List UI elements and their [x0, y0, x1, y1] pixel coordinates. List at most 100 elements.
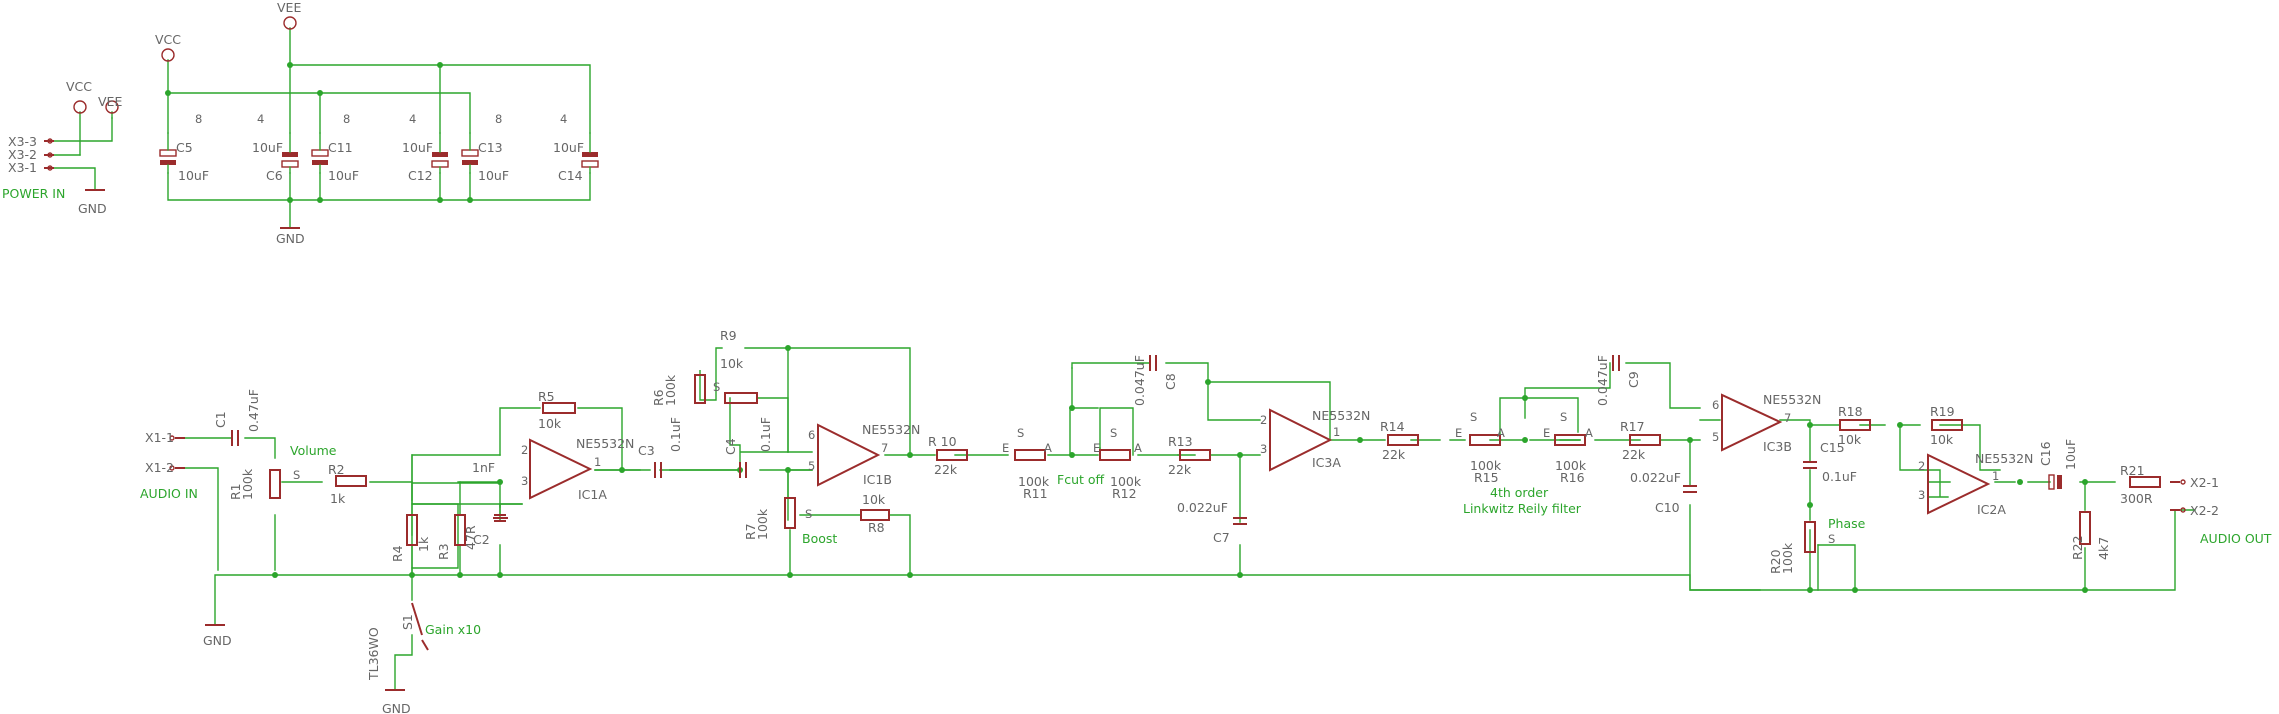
ic1a-label: IC1A [578, 487, 607, 502]
r20-label: R20 [1768, 549, 1783, 574]
ic2a-pin2: 2 [1918, 459, 1925, 473]
power-labels: VCC VEE VCC VEE X3-3 X3-2 X3-1 POWER IN … [2, 0, 584, 246]
r3-label: R3 [436, 543, 451, 560]
r1-value: 100k [240, 468, 255, 500]
r3-value: 47R [463, 525, 478, 550]
c13-value: 10uF [478, 168, 509, 183]
output-labels: C15 0.1uF R18 10k R19 10k NE5532N IC2A 2… [1768, 404, 2272, 574]
c6-label: C6 [266, 168, 283, 183]
ic3a-pin2: 2 [1260, 413, 1267, 427]
output-connectors [169, 435, 2186, 691]
ic1b-pin6: 6 [808, 428, 815, 442]
c3-value: 0.1uF [668, 417, 683, 452]
r19-label: R19 [1930, 404, 1955, 419]
r1-pin-s: S [293, 468, 300, 482]
phase-label: Phase [1828, 516, 1866, 531]
ic1a-pin1: 1 [594, 455, 601, 469]
c9-label: C9 [1626, 371, 1641, 388]
x2-1-label: X2-1 [2190, 475, 2219, 490]
x1-2-label: X1-2 [145, 460, 174, 475]
r4-value: 1k [416, 536, 431, 552]
c14-label: C14 [558, 168, 583, 183]
r19-value: 10k [1930, 432, 1954, 447]
r16-value: 100k [1555, 458, 1587, 473]
r6-value: 100k [663, 374, 678, 406]
r12-pin-a: A [1134, 441, 1142, 455]
r15-pin-s: S [1470, 410, 1477, 424]
c2-value: 1nF [472, 460, 495, 475]
ic1a-triangle [529, 438, 593, 500]
pin4-label-1: 4 [257, 112, 264, 126]
ic1b-triangle [817, 423, 881, 487]
boost-label: Boost [802, 531, 837, 546]
r10-value: 22k [934, 462, 958, 477]
potentiometers [269, 374, 1816, 553]
pin8-label-2: 8 [343, 112, 350, 126]
x1-1-label: X1-1 [145, 430, 174, 445]
filter-title-2: Linkwitz Reily filter [1463, 501, 1582, 516]
r7-label: R7 [743, 523, 758, 540]
r13-value: 22k [1168, 462, 1192, 477]
x3-3-label: X3-3 [8, 134, 37, 149]
r6-pin-s: S [713, 380, 720, 394]
r8-value: 10k [862, 492, 886, 507]
r15-pin-e: E [1455, 426, 1462, 440]
r14-label: R14 [1380, 419, 1405, 434]
ic3b-pin6: 6 [1712, 398, 1719, 412]
r8-label: R8 [868, 520, 885, 535]
c12-value: 10uF [402, 140, 433, 155]
r11-value: 100k [1018, 474, 1050, 489]
ic3b-part: NE5532N [1763, 392, 1821, 407]
ic3a-pin1: 1 [1333, 425, 1340, 439]
vee-label: VEE [277, 0, 301, 15]
ic1a-pin2: 2 [521, 443, 528, 457]
r12-label: R12 [1112, 486, 1137, 501]
c16-label: C16 [2038, 441, 2053, 466]
c2-label: C2 [473, 532, 490, 547]
signal-wires [179, 347, 2196, 691]
ic2a-label: IC2A [1977, 502, 2006, 517]
r4-label: R4 [390, 545, 405, 562]
x2-2-label: X2-2 [2190, 503, 2219, 518]
ic2a-pin1: 1 [1992, 469, 1999, 483]
c16-value: 10uF [2063, 439, 2078, 470]
vcc-symbol-2 [73, 100, 87, 114]
gnd-label-2: GND [276, 231, 305, 246]
r12-value: 100k [1110, 474, 1142, 489]
switch-s1 [411, 602, 429, 651]
c3-label: C3 [638, 443, 655, 458]
resistors [335, 392, 2161, 546]
power-caps [159, 132, 599, 174]
r22-label: R22 [2070, 535, 2085, 560]
r21-value: 300R [2120, 491, 2153, 506]
r18-value: 10k [1838, 432, 1862, 447]
ic3a-label: IC3A [1312, 455, 1341, 470]
c10-label: C10 [1655, 500, 1680, 515]
r11-label: R11 [1023, 486, 1048, 501]
r11-pin-s: S [1017, 426, 1024, 440]
r16-pin-s: S [1560, 410, 1567, 424]
c14-value: 10uF [553, 140, 584, 155]
r11-pin-e: E [1002, 441, 1009, 455]
vcc-symbol [161, 48, 175, 62]
ic1b-pin5: 5 [808, 459, 815, 473]
r1-label: R1 [228, 483, 243, 500]
filter-title-1: 4th order [1490, 485, 1549, 500]
r20-value: 100k [1780, 542, 1795, 574]
ic1b-part: NE5532N [862, 422, 920, 437]
gnd-label: GND [78, 201, 107, 216]
r5-label: R5 [538, 389, 555, 404]
ic1a-pin3: 3 [521, 474, 528, 488]
ic3a-pin3: 3 [1260, 442, 1267, 456]
power-junctions [165, 62, 473, 203]
ic3a-part: NE5532N [1312, 408, 1370, 423]
c11-value: 10uF [328, 168, 359, 183]
c13-label: C13 [478, 140, 503, 155]
c12-label: C12 [408, 168, 433, 183]
c1-value: 0.47uF [246, 389, 261, 432]
ic1a-part: NE5532N [576, 436, 634, 451]
r2-label: R2 [328, 462, 345, 477]
vee-symbol [283, 16, 297, 30]
signal-junctions [272, 345, 2088, 593]
c5-label: C5 [176, 140, 193, 155]
